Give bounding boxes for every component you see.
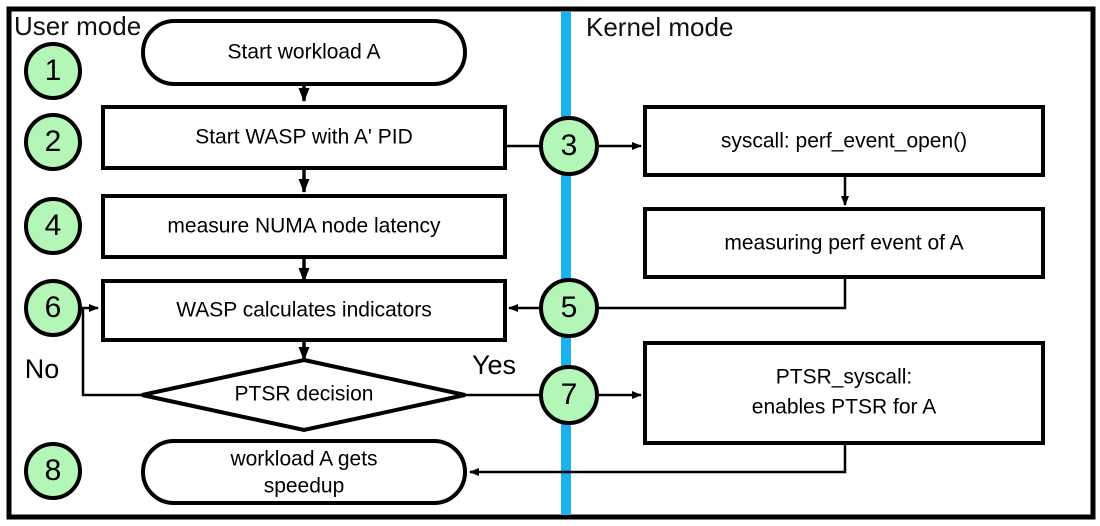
user-mode-label: User mode (14, 11, 141, 41)
step-badge-2[interactable] (24, 113, 82, 171)
node-ptsr-decision-label: PTSR decision (235, 383, 374, 406)
step-badge-5-label: 5 (561, 291, 578, 324)
node-workload-speedup-label-line2: speedup (264, 475, 345, 498)
step-badge-3-label: 3 (561, 129, 578, 162)
connector-measuring-to-step5 (597, 277, 847, 310)
node-syscall-open-label: syscall: perf_event_open() (721, 130, 967, 153)
step-badge-4-label: 4 (45, 209, 62, 242)
branch-label-yes: Yes (472, 350, 516, 380)
node-workload-speedup-label-line1: workload A gets (229, 448, 377, 471)
node-ptsr-syscall[interactable] (643, 341, 1045, 445)
node-measure-numa-label: measure NUMA node latency (167, 215, 441, 238)
node-measuring-perf-label: measuring perf event of A (724, 232, 963, 255)
step-badge-4[interactable] (24, 197, 82, 255)
step-badge-6-label: 6 (45, 291, 62, 324)
node-wasp-calculates-label: WASP calculates indicators (176, 299, 432, 322)
node-start-wasp-label: Start WASP with A' PID (195, 126, 413, 149)
node-ptsr-syscall-label-line1: PTSR_syscall: (776, 366, 913, 389)
step-badge-7[interactable] (539, 365, 599, 425)
node-ptsr-decision[interactable] (141, 357, 466, 433)
node-start-wasp[interactable] (101, 105, 507, 170)
branch-label-no: No (25, 354, 60, 384)
step-badge-2-label: 2 (45, 125, 62, 158)
connector-no-branch (81, 304, 142, 397)
step-badge-1-label: 1 (45, 54, 62, 87)
step-badge-5[interactable] (539, 278, 599, 338)
step-badge-7-label: 7 (561, 378, 578, 411)
node-start-workload[interactable] (141, 19, 467, 86)
connector-ptsr-to-speedup (469, 443, 847, 476)
step-badge-8[interactable] (24, 442, 82, 500)
node-measure-numa[interactable] (101, 194, 507, 259)
kernel-mode-label: Kernel mode (586, 12, 733, 42)
node-workload-speedup[interactable] (141, 439, 467, 505)
node-wasp-calculates[interactable] (101, 279, 507, 342)
step-badge-1[interactable] (24, 42, 82, 100)
node-ptsr-syscall-label-line2: enables PTSR for A (752, 396, 936, 419)
node-syscall-open[interactable] (643, 105, 1045, 177)
step-badge-6[interactable] (24, 279, 82, 337)
node-measuring-perf[interactable] (643, 207, 1045, 279)
step-badge-3[interactable] (539, 116, 599, 176)
diagram-frame (6, 6, 1096, 520)
node-start-workload-label: Start workload A (228, 41, 381, 64)
step-badge-8-label: 8 (45, 454, 62, 487)
